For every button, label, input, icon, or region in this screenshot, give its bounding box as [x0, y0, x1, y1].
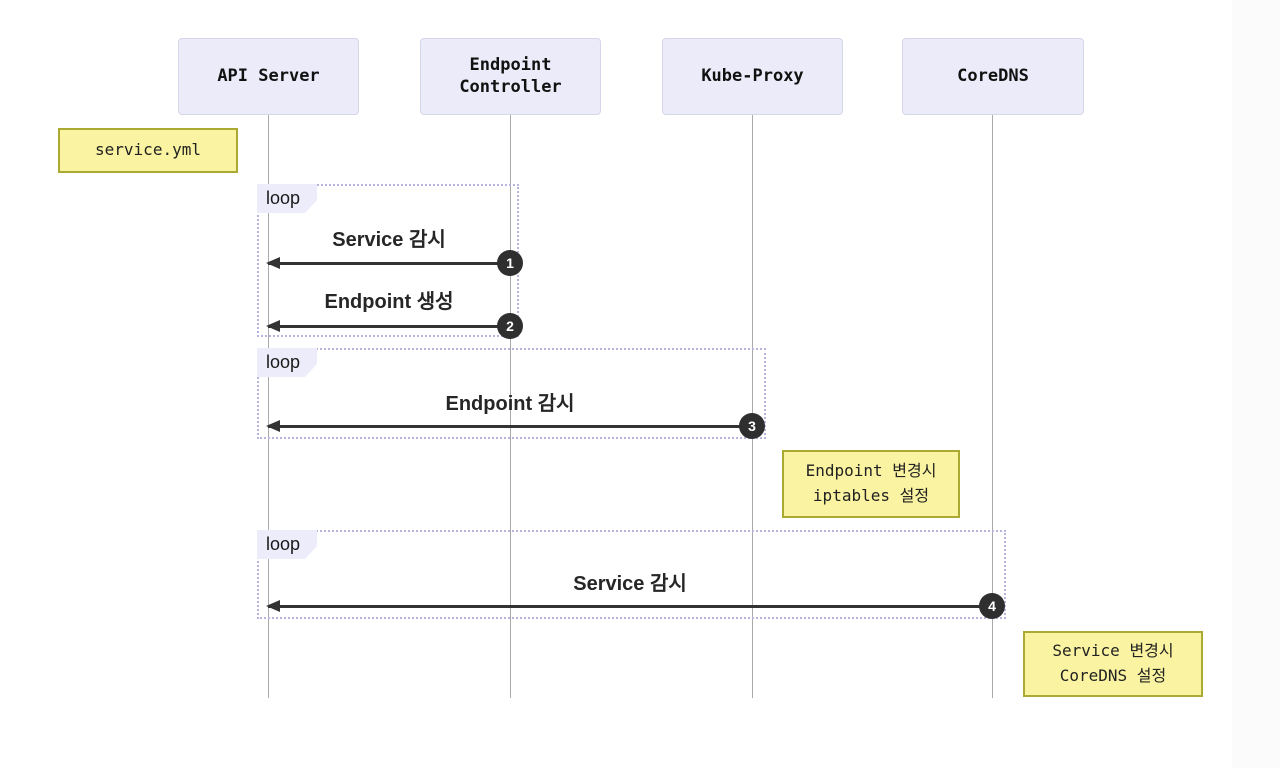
participant-coredns: CoreDNS [902, 38, 1084, 115]
loop-box-2 [257, 348, 766, 439]
note-coredns: Service 변경시 CoreDNS 설정 [1023, 631, 1203, 697]
sequence-badge-3: 3 [739, 413, 765, 439]
sequence-badge-1: 1 [497, 250, 523, 276]
participant-endpoint-controller: Endpoint Controller [420, 38, 601, 115]
loop-label-1: loop [257, 184, 317, 213]
lifeline-kube-proxy [752, 115, 753, 698]
arrow-service-watch-2 [266, 600, 992, 612]
sequence-badge-2: 2 [497, 313, 523, 339]
loop-box-3 [257, 530, 1006, 619]
arrow-head-icon [266, 600, 280, 612]
arrow-head-icon [266, 420, 280, 432]
lifeline-endpoint-controller [510, 115, 511, 698]
note-service-yml: service.yml [58, 128, 238, 173]
message-label-endpoint-watch: Endpoint 감시 [445, 392, 575, 415]
loop-label-3: loop [257, 530, 317, 559]
arrow-service-watch-1 [266, 257, 510, 269]
arrow-head-icon [266, 320, 280, 332]
arrow-head-icon [266, 257, 280, 269]
loop-label-2: loop [257, 348, 317, 377]
sequence-badge-4: 4 [979, 593, 1005, 619]
lifeline-api-server [268, 115, 269, 698]
message-label-service-watch-1: Service 감시 [332, 228, 446, 251]
arrow-endpoint-create [266, 320, 510, 332]
participant-api-server: API Server [178, 38, 359, 115]
arrow-endpoint-watch [266, 420, 752, 432]
message-label-endpoint-create: Endpoint 생성 [324, 290, 454, 313]
lifeline-coredns [992, 115, 993, 698]
note-iptables: Endpoint 변경시 iptables 설정 [782, 450, 960, 518]
participant-kube-proxy: Kube-Proxy [662, 38, 843, 115]
message-label-service-watch-2: Service 감시 [573, 572, 687, 595]
page-edge-band [1232, 0, 1280, 768]
